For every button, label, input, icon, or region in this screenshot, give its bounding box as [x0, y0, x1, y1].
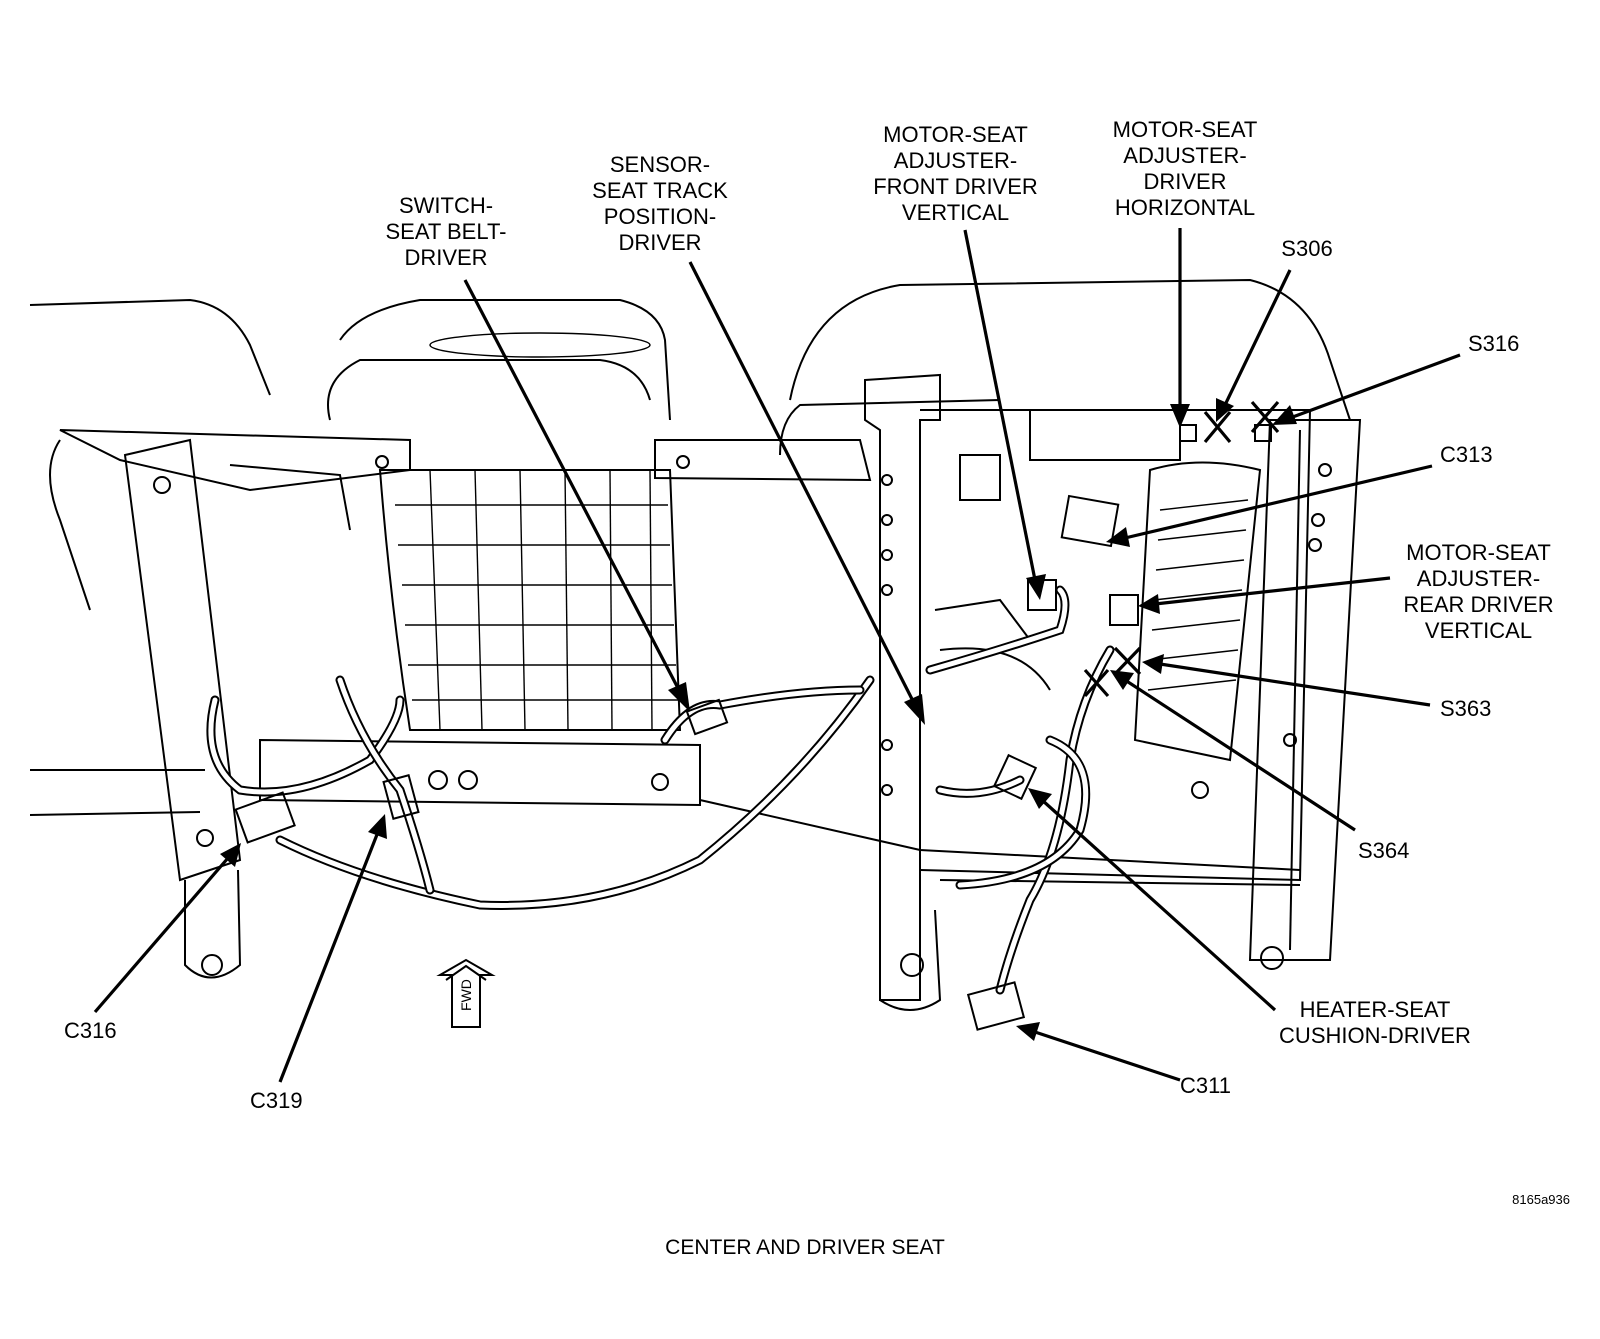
- label-line: S364: [1358, 838, 1410, 863]
- label-line: SEAT TRACK: [592, 178, 728, 203]
- label-line: S363: [1440, 696, 1492, 721]
- label-line: C311: [1180, 1073, 1231, 1098]
- label-line: CUSHION-DRIVER: [1279, 1023, 1471, 1048]
- forward-arrow: FWD: [436, 958, 496, 1028]
- label-line: MOTOR-SEAT: [1112, 117, 1258, 142]
- caption-text: CENTER AND DRIVER SEAT: [665, 1236, 945, 1259]
- label-line: C316: [64, 1018, 117, 1043]
- label-line: ADJUSTER-: [1416, 566, 1541, 591]
- label-heater-seat-cushion-driver: HEATER-SEAT CUSHION-DRIVER: [1270, 997, 1480, 1049]
- diagram-caption: CENTER AND DRIVER SEAT: [600, 1235, 1010, 1261]
- figure-code-text: 8165a936: [1512, 1192, 1570, 1207]
- label-c311: C311: [1180, 1073, 1250, 1099]
- label-line: S316: [1468, 331, 1520, 356]
- label-line: MOTOR-SEAT: [883, 122, 1028, 147]
- label-line: S306: [1281, 236, 1333, 261]
- label-line: SWITCH-: [398, 193, 494, 218]
- label-line: VERTICAL: [901, 200, 1010, 225]
- label-s364: S364: [1358, 838, 1428, 864]
- splice-marks: [1083, 400, 1280, 698]
- label-line: ADJUSTER-: [893, 148, 1018, 173]
- fwd-text: FWD: [458, 979, 474, 1011]
- leader-lines: [93, 228, 1461, 1083]
- label-motor-seat-adjuster-front-driver-vertical: MOTOR-SEAT ADJUSTER- FRONT DRIVER VERTIC…: [868, 122, 1043, 226]
- label-line: SEAT BELT-: [385, 219, 507, 244]
- label-line: HEATER-SEAT: [1299, 997, 1451, 1022]
- label-switch-seat-belt-driver: SWITCH- SEAT BELT- DRIVER: [376, 193, 516, 271]
- label-s363: S363: [1440, 696, 1510, 722]
- label-motor-seat-adjuster-rear-driver-vertical: MOTOR-SEAT ADJUSTER- REAR DRIVER VERTICA…: [1396, 540, 1561, 644]
- figure-code: 8165a936: [1490, 1192, 1570, 1208]
- label-line: C319: [250, 1088, 303, 1113]
- label-c316: C316: [64, 1018, 134, 1044]
- label-line: MOTOR-SEAT: [1406, 540, 1551, 565]
- label-s316: S316: [1468, 331, 1538, 357]
- label-line: C313: [1440, 442, 1493, 467]
- label-line: DRIVER: [404, 245, 488, 270]
- label-line: REAR DRIVER: [1403, 592, 1554, 617]
- label-line: HORIZONTAL: [1114, 195, 1256, 220]
- label-sensor-seat-track-position-driver: SENSOR- SEAT TRACK POSITION- DRIVER: [580, 152, 740, 256]
- label-s306: S306: [1272, 236, 1342, 262]
- label-c319: C319: [250, 1088, 320, 1114]
- label-line: SENSOR-: [609, 152, 711, 177]
- label-line: VERTICAL: [1424, 618, 1533, 643]
- label-motor-seat-adjuster-driver-horizontal: MOTOR-SEAT ADJUSTER- DRIVER HORIZONTAL: [1105, 117, 1265, 221]
- label-line: POSITION-: [603, 204, 717, 229]
- seat-outlines: [29, 278, 1362, 1011]
- label-line: FRONT DRIVER: [873, 174, 1038, 199]
- label-line: DRIVER: [618, 230, 702, 255]
- label-line: DRIVER: [1143, 169, 1227, 194]
- label-c313: C313: [1440, 442, 1510, 468]
- wiring-harness: [206, 424, 1272, 1031]
- label-line: ADJUSTER-: [1123, 143, 1247, 168]
